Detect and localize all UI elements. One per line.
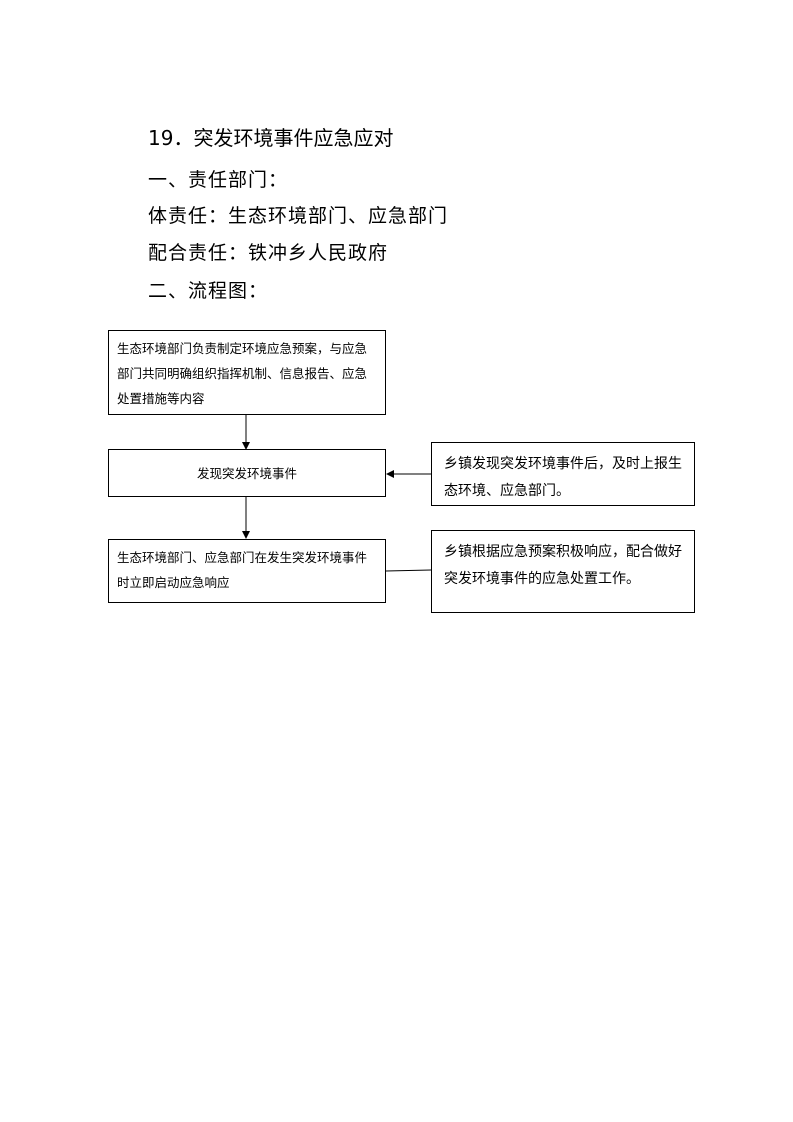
section-flowchart-heading: 二、流程图： xyxy=(148,280,269,302)
section-responsible-heading: 一、责任部门： xyxy=(148,169,289,191)
flow-box-report: 乡镇发现突发环境事件后，及时上报生态环境、应急部门。 xyxy=(431,442,695,506)
main-responsibility-line: 体责任：生态环境部门、应急部门 xyxy=(148,205,449,227)
flow-box-plan: 生态环境部门负责制定环境应急预案，与应急部门共同明确组织指挥机制、信息报告、应急… xyxy=(108,330,386,415)
line-response-to-cooperate xyxy=(385,569,432,572)
flow-box-response: 生态环境部门、应急部门在发生突发环境事件时立即启动应急响应 xyxy=(108,539,386,603)
cooperating-responsibility-line: 配合责任：铁冲乡人民政府 xyxy=(148,242,389,264)
flow-box-discover: 发现突发环境事件 xyxy=(108,449,386,497)
document-title: 19．突发环境事件应急应对 xyxy=(148,126,394,150)
flow-box-cooperate: 乡镇根据应急预案积极响应，配合做好突发环境事件的应急处置工作。 xyxy=(431,530,695,613)
